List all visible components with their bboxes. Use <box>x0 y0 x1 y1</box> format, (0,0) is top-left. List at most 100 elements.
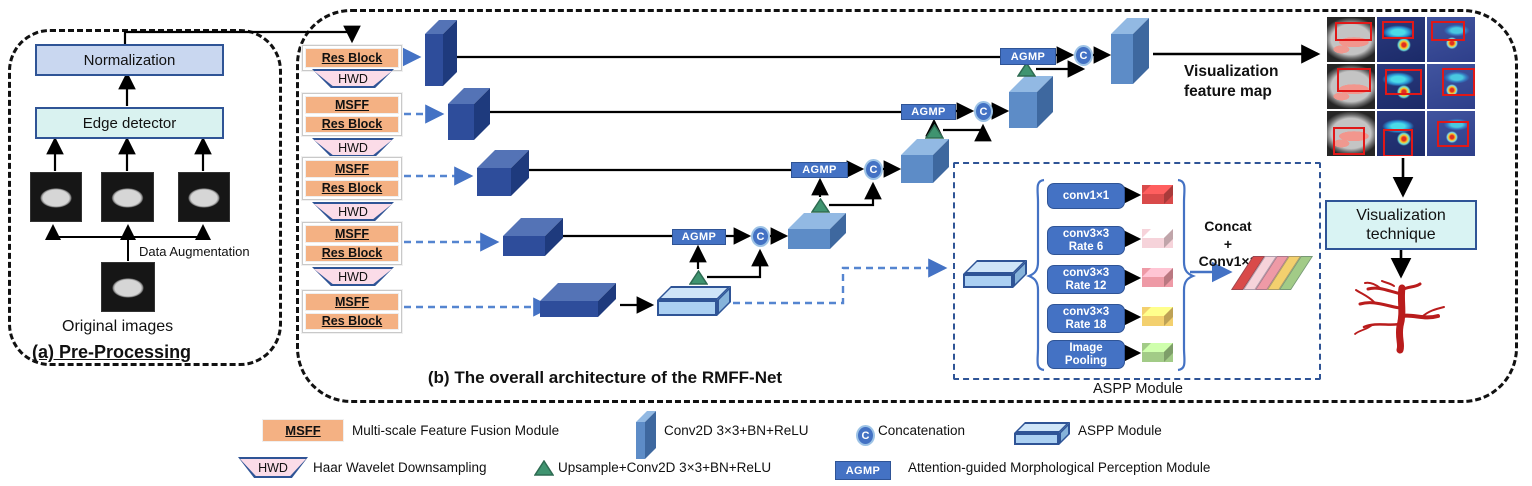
aspp-concat-stack <box>1230 256 1314 292</box>
encoder-group-4: MSFF Res Block <box>302 222 402 265</box>
encoder-group-3: MSFF Res Block <box>302 157 402 200</box>
feature-map-cell <box>1377 17 1425 62</box>
bottleneck-aspp-slab <box>657 286 731 316</box>
hwd-label: HWD <box>338 269 368 284</box>
encoder-group-1: Res Block <box>302 45 402 71</box>
legend-concat-icon: C <box>856 425 875 446</box>
aspp-output-slab-pink <box>1142 229 1173 248</box>
legend-concat-text: Concatenation <box>878 423 966 438</box>
encoder-feature-cube-1 <box>425 20 457 86</box>
feature-map-cell <box>1377 111 1425 156</box>
architecture-panel <box>296 9 1518 403</box>
legend-conv-cube-icon <box>636 411 656 459</box>
hwd-block-2: HWD <box>312 138 394 157</box>
msff-chip: MSFF <box>305 160 399 178</box>
concat-node-4: C <box>751 226 770 247</box>
aspp-output-slab-green <box>1142 343 1173 362</box>
hwd-block-1: HWD <box>312 69 394 88</box>
legend-msff-chip: MSFF <box>262 419 344 442</box>
hwd-block-4: HWD <box>312 267 394 286</box>
feature-map-cell <box>1427 64 1475 109</box>
upsample-triangle-4 <box>811 198 830 213</box>
edge-detector-label: Edge detector <box>82 114 177 132</box>
legend-agmp-chip: AGMP <box>835 461 891 480</box>
legend-upsample-text: Upsample+Conv2D 3×3+BN+ReLU <box>558 460 772 475</box>
encoder-feature-cube-4 <box>503 218 563 256</box>
decoder-feature-cube-4 <box>788 213 846 249</box>
encoder-group-5: MSFF Res Block <box>302 290 402 333</box>
encoder-group-2: MSFF Res Block <box>302 93 402 136</box>
res-block-chip: Res Block <box>305 179 399 197</box>
legend-aspp-text: ASPP Module <box>1078 423 1162 438</box>
msff-chip: MSFF <box>305 225 399 243</box>
hwd-label: HWD <box>258 460 288 475</box>
encoder-feature-cube-2 <box>448 88 490 140</box>
feature-map-cell <box>1427 111 1475 156</box>
res-block-chip: Res Block <box>305 312 399 330</box>
agmp-module-3: AGMP <box>791 162 848 178</box>
vessel-segmentation-image <box>1354 280 1445 354</box>
res-block-chip: Res Block <box>305 115 399 133</box>
viz-feature-map-label: Visualization feature map <box>1184 63 1279 101</box>
feature-map-cell <box>1327 64 1375 109</box>
agmp-module-2: AGMP <box>901 104 956 120</box>
hwd-label: HWD <box>338 71 368 86</box>
upsample-triangle-5 <box>689 270 708 285</box>
decoder-feature-cube-2 <box>1009 76 1053 128</box>
hwd-block-3: HWD <box>312 202 394 221</box>
original-images-caption: Original images <box>62 318 174 335</box>
normalization-box: Normalization <box>35 44 224 76</box>
concat-node-3: C <box>864 159 883 180</box>
aspp-output-slab-red <box>1142 185 1173 204</box>
upsample-triangle-3 <box>925 124 944 139</box>
aspp-branch-conv1x1: conv1×1 <box>1047 183 1125 209</box>
viz-technique-box: Visualization technique <box>1325 200 1477 250</box>
aspp-concat-label: Concat + Conv1×1 <box>1198 218 1258 269</box>
augmented-ct-image-2 <box>101 172 154 222</box>
final-feature-cube <box>1111 18 1149 84</box>
concat-node-1: C <box>1074 45 1093 66</box>
edge-detector-box: Edge detector <box>35 107 224 139</box>
feature-map-cell <box>1327 17 1375 62</box>
feature-map-cell <box>1327 111 1375 156</box>
legend-conv-text: Conv2D 3×3+BN+ReLU <box>664 423 809 438</box>
upsample-triangle-2 <box>1017 62 1036 77</box>
augmented-ct-image-3 <box>178 172 230 222</box>
augmented-ct-image-1 <box>30 172 82 222</box>
panel-b-title: (b) The overall architecture of the RMFF… <box>427 368 783 387</box>
agmp-module-1: AGMP <box>1000 48 1056 65</box>
hwd-label: HWD <box>338 204 368 219</box>
aspp-module-box <box>953 162 1321 380</box>
encoder-feature-cube-3 <box>477 150 529 196</box>
legend-msff-text: Multi-scale Feature Fusion Module <box>352 423 560 438</box>
encoder-feature-cube-5 <box>540 283 616 317</box>
aspp-input-slab <box>963 260 1027 288</box>
legend-aspp-slab-icon <box>1014 422 1070 445</box>
aspp-output-slab-rose <box>1142 268 1173 287</box>
feature-map-cell <box>1377 64 1425 109</box>
agmp-module-4: AGMP <box>672 229 726 245</box>
decoder-feature-cube-3 <box>901 139 949 183</box>
res-block-chip: Res Block <box>305 244 399 262</box>
legend-hwd-text: Haar Wavelet Downsampling <box>313 460 487 475</box>
feature-map-cell <box>1427 17 1475 62</box>
res-block-chip: Res Block <box>305 48 399 68</box>
concat-node-2: C <box>974 101 993 122</box>
pre-processing-panel <box>8 29 282 366</box>
hwd-label: HWD <box>338 140 368 155</box>
msff-chip: MSFF <box>305 96 399 114</box>
legend-upsample-icon <box>534 460 554 476</box>
data-augmentation-label: Data Augmentation <box>139 244 250 259</box>
normalization-label: Normalization <box>83 51 176 69</box>
legend-agmp-text: Attention-guided Morphological Perceptio… <box>908 460 1211 475</box>
aspp-caption: ASPP Module <box>1092 381 1183 397</box>
panel-a-title: (a) Pre-Processing <box>32 342 192 362</box>
legend-hwd-icon: HWD <box>238 457 308 478</box>
msff-chip: MSFF <box>305 293 399 311</box>
aspp-output-slab-yellow <box>1142 307 1173 326</box>
